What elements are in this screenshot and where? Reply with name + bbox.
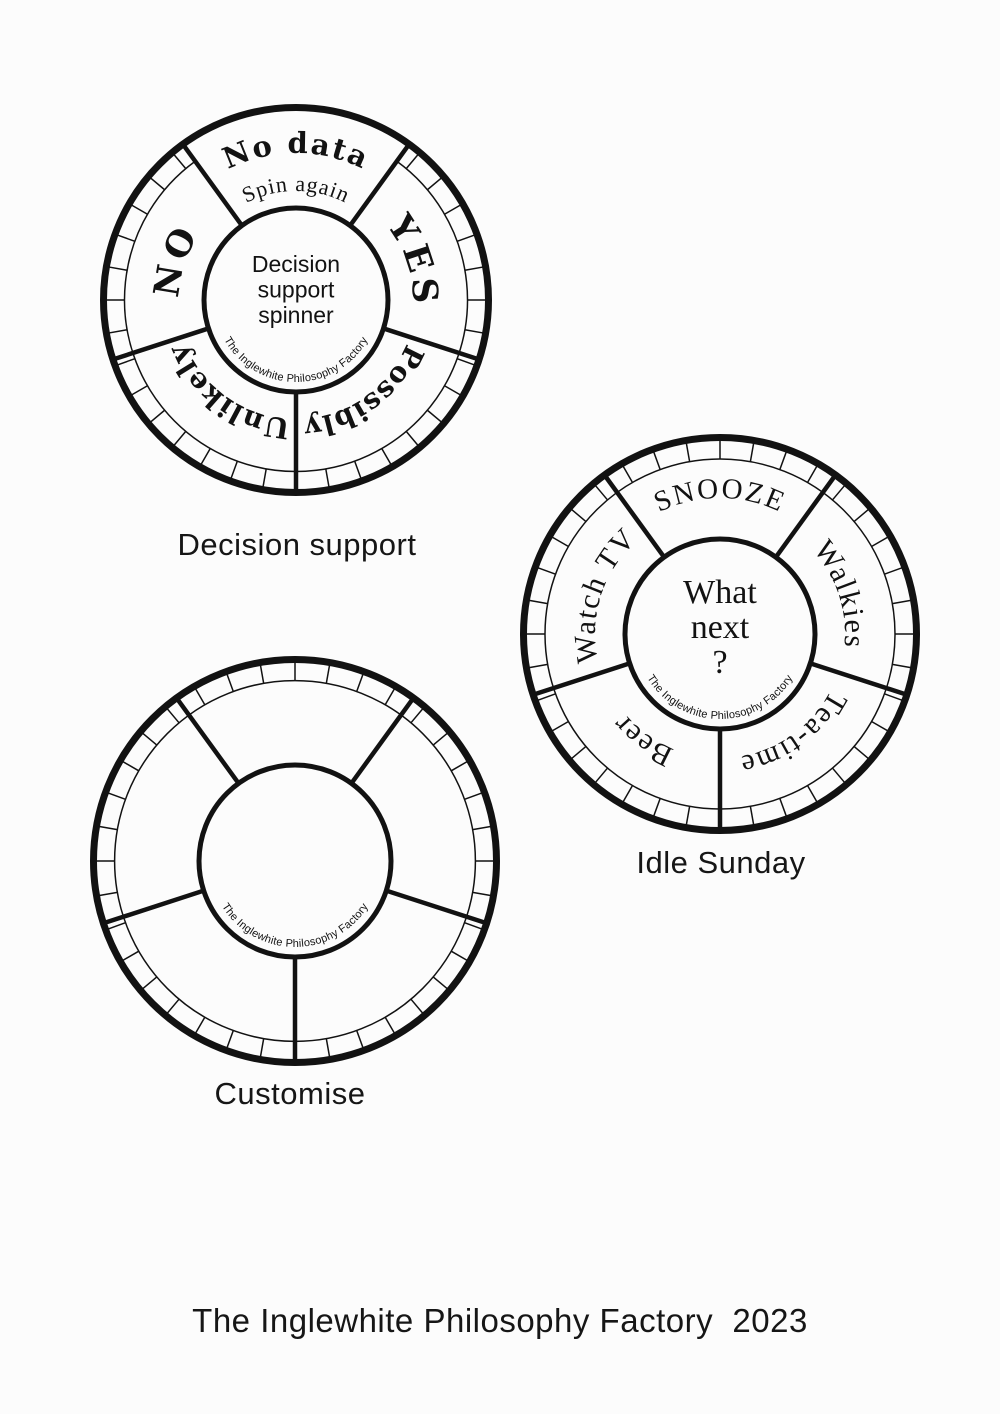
segment-divider [531,661,631,698]
hub-title-line: next [691,609,750,646]
segment-label: SNOOZE [649,473,791,519]
segment-label: Beer [605,708,678,773]
segment-divider [174,696,241,785]
footer-brand: The Inglewhite Philosophy Factory 2023 [192,1302,808,1339]
caption-customise: Customise [214,1076,366,1111]
outer-rim [520,434,920,834]
hub-title-line: ? [712,644,727,681]
segment-divider [385,888,488,926]
segment-divider [349,696,416,785]
caption-idle-sunday: Idle Sunday [636,845,806,880]
outer-rim [100,104,492,496]
segment-label: NO [146,217,207,299]
caption-decision-support: Decision support [177,527,417,562]
hub-title-line: Decision [252,251,340,277]
customise-wheel: The Inglewhite Philosophy Factory [90,656,500,1066]
segment-divider [180,142,244,227]
segment-divider [348,142,412,227]
segment-divider [382,326,481,362]
hub-title-line: support [258,277,335,303]
hub-title-line: What [683,574,757,611]
segment-divider [111,326,210,362]
hub-circle [201,205,391,395]
hub-title-line: spinner [258,302,334,328]
segment-divider [102,888,205,926]
hub-circle [622,536,818,732]
segment-divider [774,473,838,559]
hub-circle [196,762,394,960]
segment-divider [602,473,666,559]
segment-label: No data [218,126,375,176]
segment-sublabel: Spin again [238,171,354,208]
outer-rim [90,656,500,1066]
segment-divider [809,661,909,698]
